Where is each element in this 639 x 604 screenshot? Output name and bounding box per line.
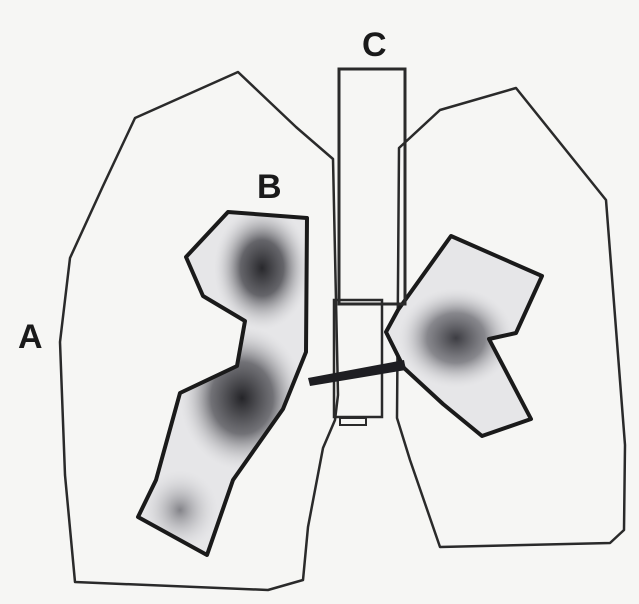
region-c-lower-box <box>334 300 382 417</box>
region-c-base <box>340 418 366 425</box>
connecting-band <box>308 360 406 386</box>
label-a: A <box>18 320 43 354</box>
region-c-upper-box <box>339 69 405 304</box>
label-b: B <box>257 170 282 204</box>
label-c: C <box>362 28 387 62</box>
